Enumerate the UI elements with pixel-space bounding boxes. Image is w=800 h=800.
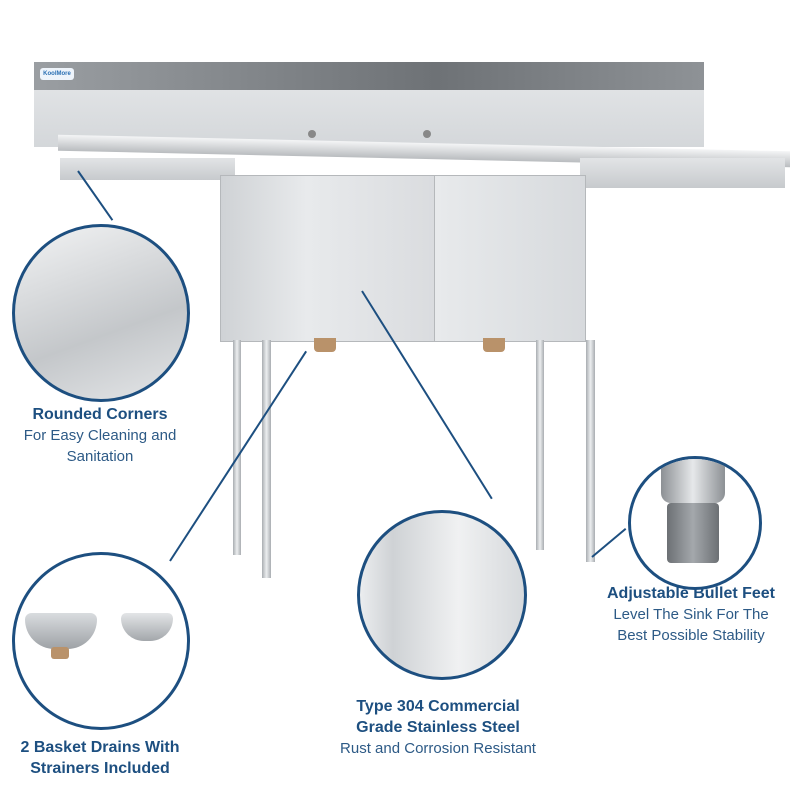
callout-line [591,527,627,558]
stainless-steel-detail [357,510,527,680]
basket-drains-detail [12,552,190,730]
feature-title: Rounded Corners [32,406,168,423]
feature-description: Level The Sink For The Best Possible Sta… [613,606,769,644]
feature-description: For Easy Cleaning and Sanitation [23,427,177,465]
backsplash-band [34,62,704,90]
feature-bullet-feet: Adjustable Bullet Feet Level The Sink Fo… [582,583,800,646]
brand-logo: KoolMore [40,68,74,80]
drain-right [483,338,505,352]
feature-description: Rust and Corrosion Resistant [340,740,536,757]
sink-bowl-left [220,175,436,342]
sink-bowl-right [434,175,586,342]
feature-title: 2 Basket Drains With Strainers Included [20,739,180,777]
leg [536,340,544,550]
feature-stainless-steel: Type 304 Commercial Grade Stainless Stee… [300,696,576,759]
feature-title: Type 304 Commercial Grade Stainless Stee… [356,698,520,736]
faucet-hole [308,130,316,138]
bullet-feet-detail [628,456,762,590]
feature-title: Adjustable Bullet Feet [606,585,776,602]
leg [262,340,271,578]
feature-rounded-corners: Rounded Corners For Easy Cleaning and Sa… [0,404,200,467]
leg [233,340,241,555]
feature-basket-drains: 2 Basket Drains With Strainers Included [10,737,190,779]
leg [586,340,595,562]
faucet-hole [423,130,431,138]
rounded-corner-detail [12,224,190,402]
drainboard-left [60,158,235,180]
drain-left [314,338,336,352]
drainboard-right [580,158,785,188]
